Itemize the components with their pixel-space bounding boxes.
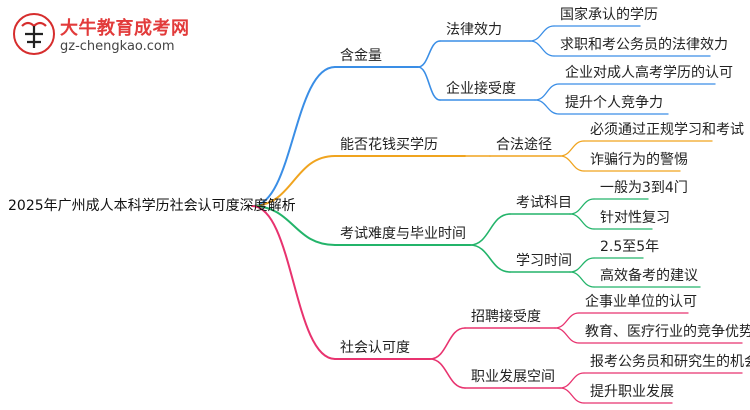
leaf-label: 提升职业发展 bbox=[590, 384, 674, 400]
leaf-connector bbox=[559, 387, 585, 404]
logo-url: gz-chengkao.com bbox=[60, 39, 175, 54]
topic-label: 企业接受度 bbox=[446, 81, 516, 97]
branch-connector bbox=[251, 66, 336, 207]
leaf-connector bbox=[569, 257, 595, 273]
leaf-connector bbox=[554, 327, 580, 344]
leaf-label: 报考公务员和研究生的机会 bbox=[590, 354, 750, 370]
leaf-label: 企事业单位的认可 bbox=[585, 294, 697, 310]
leaf-connector bbox=[529, 40, 555, 57]
topic-connector bbox=[469, 213, 511, 246]
leaf-connector bbox=[569, 271, 595, 288]
leaf-connector bbox=[569, 198, 595, 215]
logo-title: 大牛教育成考网 bbox=[60, 18, 190, 39]
topic-label: 合法途径 bbox=[496, 137, 552, 153]
topic-connector bbox=[429, 358, 466, 389]
leaf-connector bbox=[559, 140, 585, 157]
branch-label: 能否花钱买学历 bbox=[340, 137, 438, 153]
branch-connector bbox=[251, 155, 336, 207]
leaf-connector bbox=[569, 213, 595, 230]
topic-connector bbox=[429, 327, 466, 360]
leaf-label: 诈骗行为的警惕 bbox=[590, 152, 688, 168]
leaf-label: 提升个人竞争力 bbox=[565, 95, 663, 111]
ox-logo-icon bbox=[13, 13, 55, 55]
mindmap-root: 2025年广州成人本科学历社会认可度深度解析 bbox=[8, 198, 296, 214]
leaf-label: 高效备考的建议 bbox=[600, 268, 698, 284]
branch-label: 考试难度与毕业时间 bbox=[340, 226, 466, 242]
branch-connector bbox=[251, 205, 336, 246]
topic-connector bbox=[469, 244, 511, 273]
branch-connector bbox=[251, 205, 336, 360]
topic-label: 学习时间 bbox=[516, 253, 572, 269]
leaf-label: 针对性复习 bbox=[600, 210, 670, 226]
leaf-connector bbox=[554, 312, 580, 329]
topic-label: 法律效力 bbox=[446, 22, 502, 38]
leaf-label: 企业对成人高考学历的认可 bbox=[565, 65, 733, 81]
leaf-connector bbox=[559, 155, 585, 172]
topic-connector bbox=[417, 40, 441, 68]
branch-label: 社会认可度 bbox=[340, 340, 410, 356]
leaf-label: 国家承认的学历 bbox=[560, 7, 658, 23]
leaf-connector bbox=[529, 25, 555, 42]
leaf-connector bbox=[534, 99, 560, 115]
topic-label: 职业发展空间 bbox=[471, 369, 555, 385]
leaf-label: 2.5至5年 bbox=[600, 239, 660, 255]
topic-label: 招聘接受度 bbox=[471, 309, 541, 325]
leaf-connector bbox=[559, 372, 585, 389]
leaf-label: 教育、医疗行业的竞争优势 bbox=[585, 324, 750, 340]
leaf-label: 必须通过正规学习和考试 bbox=[590, 122, 744, 138]
leaf-label: 一般为3到4门 bbox=[600, 180, 688, 196]
topic-label: 考试科目 bbox=[516, 195, 572, 211]
leaf-label: 求职和考公务员的法律效力 bbox=[560, 37, 728, 53]
branch-label: 含金量 bbox=[340, 48, 382, 64]
site-logo: 大牛教育成考网 gz-chengkao.com bbox=[8, 10, 198, 58]
leaf-connector bbox=[534, 83, 560, 101]
topic-connector bbox=[417, 66, 441, 101]
